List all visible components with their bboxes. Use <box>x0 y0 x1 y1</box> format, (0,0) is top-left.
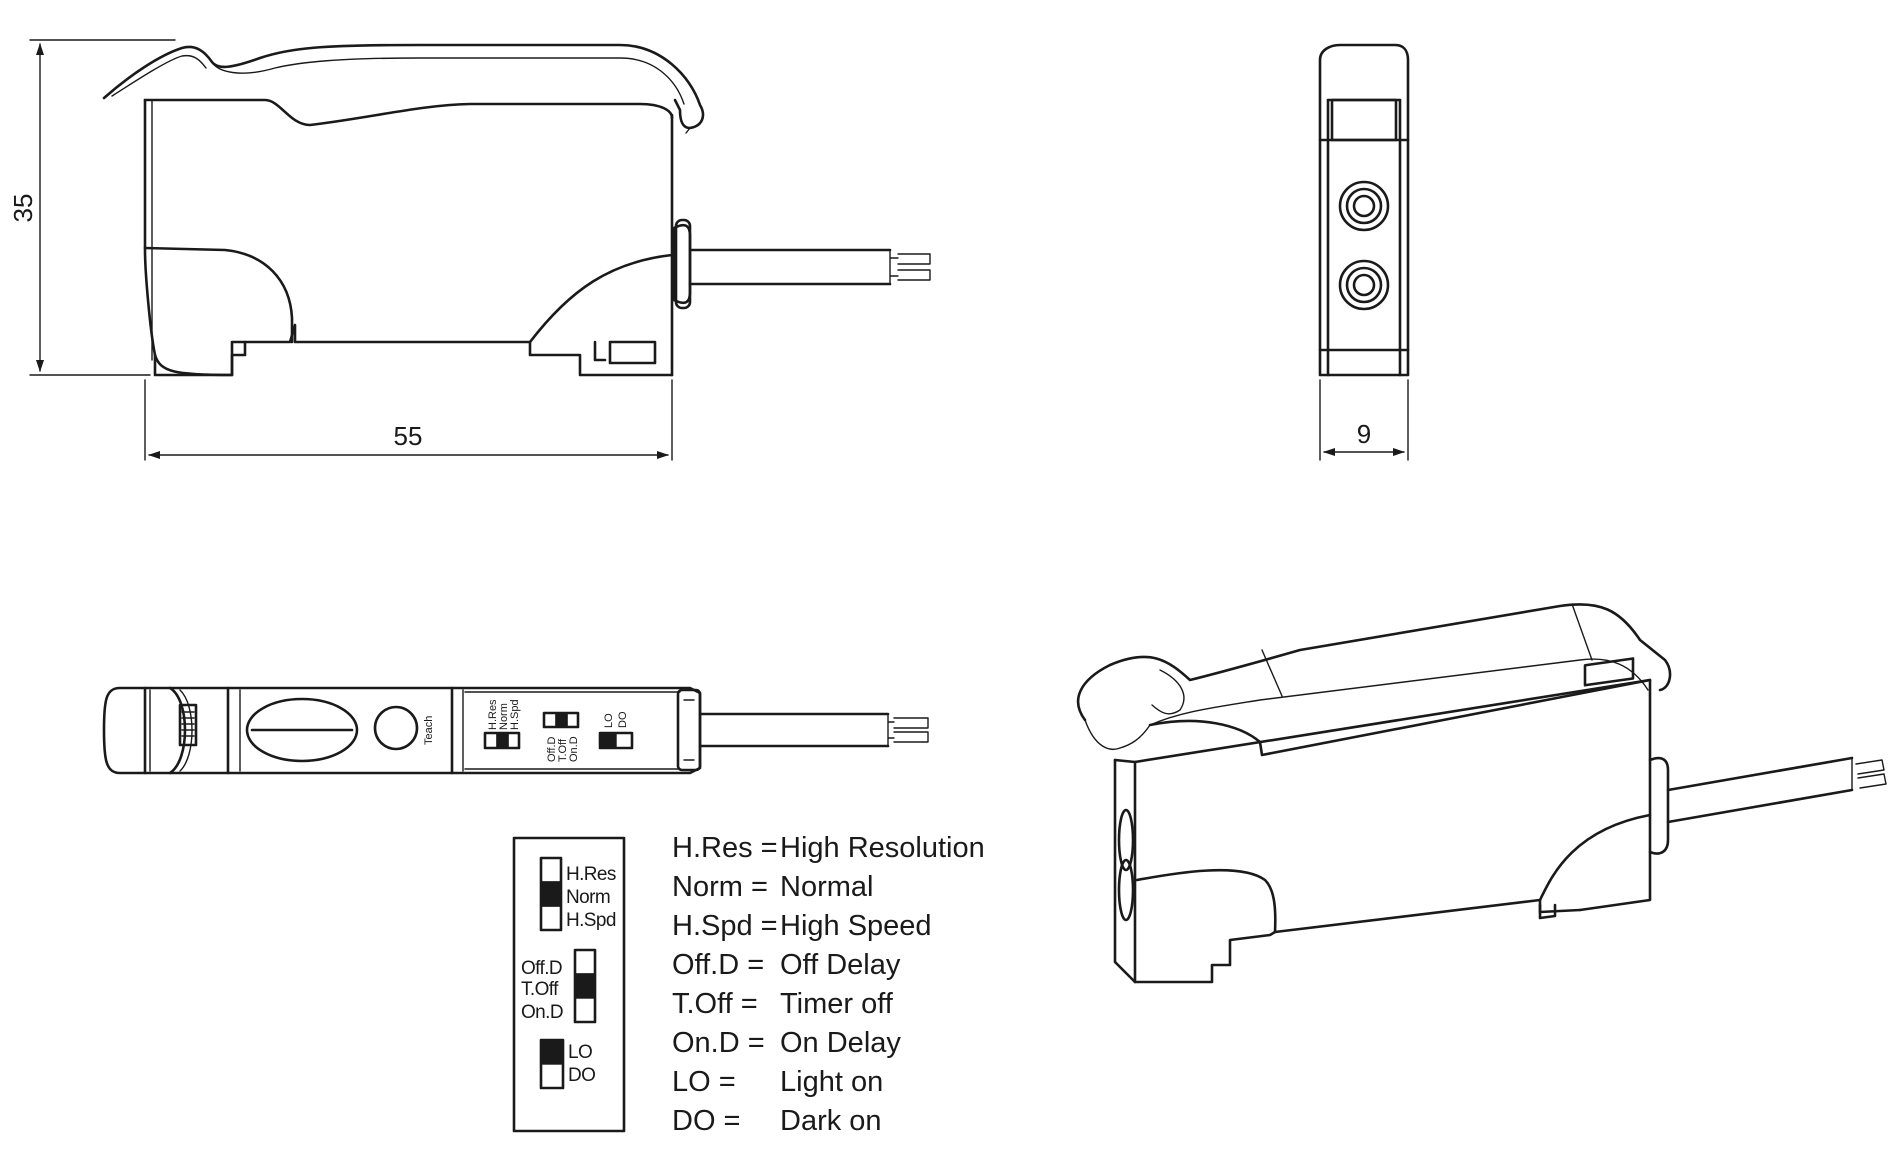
legend-meaning-2: High Speed <box>780 910 932 942</box>
side-body-outline <box>143 98 674 377</box>
legend-meaning-5: On Delay <box>780 1027 901 1059</box>
iso-body <box>1113 758 1277 984</box>
switch-key: H.Res Norm H.Spd Off.D T.Off On.D LO DO <box>512 836 626 1133</box>
svg-text:DO: DO <box>617 711 629 728</box>
legend-meaning-0: High Resolution <box>780 832 985 864</box>
svg-text:LO: LO <box>568 1042 592 1063</box>
svg-text:Norm: Norm <box>566 887 610 908</box>
adjust-dial <box>245 697 359 763</box>
top-view: Teach H.Res Norm H.Spd Off.D T.Off On.D … <box>102 686 929 775</box>
legend-abbr-7: DO = <box>672 1105 741 1137</box>
legend-abbr-6: LO = <box>672 1066 736 1098</box>
legend-meaning-4: Timer off <box>780 988 894 1020</box>
svg-text:Off.D: Off.D <box>521 958 562 979</box>
legend-abbr-4: T.Off = <box>672 988 758 1020</box>
teach-button <box>373 705 419 751</box>
svg-text:T.Off: T.Off <box>557 738 569 762</box>
height-dimension-label: 35 <box>8 194 38 223</box>
svg-text:LO: LO <box>603 713 615 728</box>
legend-meaning-7: Dark on <box>780 1105 882 1137</box>
front-view: 9 <box>1318 43 1410 461</box>
legend-abbr-0: H.Res = <box>672 832 778 864</box>
legend-abbr-1: Norm = <box>672 871 768 903</box>
iso-lid <box>1076 603 1672 722</box>
legend: H.Res = High Resolution Norm = Normal H.… <box>672 832 985 1137</box>
svg-text:T.Off: T.Off <box>521 979 559 1000</box>
teach-label: Teach <box>423 716 435 745</box>
front-port-upper <box>1338 180 1390 232</box>
legend-abbr-2: H.Spd = <box>672 910 778 942</box>
switch-key-frame <box>512 836 626 1133</box>
front-outline <box>1318 43 1410 377</box>
length-dimension-label: 55 <box>394 421 423 451</box>
legend-abbr-5: On.D = <box>672 1027 765 1059</box>
width-dimension-label: 9 <box>1357 419 1371 449</box>
svg-text:DO: DO <box>568 1065 595 1086</box>
svg-text:H.Spd: H.Spd <box>509 699 521 730</box>
svg-text:Off.D: Off.D <box>546 736 558 762</box>
front-port-lower <box>1338 259 1390 311</box>
svg-text:H.Res: H.Res <box>566 864 616 885</box>
side-view: 35 55 <box>8 39 931 461</box>
svg-text:Norm: Norm <box>498 703 510 730</box>
svg-text:On.D: On.D <box>521 1002 563 1023</box>
legend-abbr-3: Off.D = <box>672 949 764 981</box>
svg-text:H.Spd: H.Spd <box>566 910 616 931</box>
isometric-view <box>1076 603 1887 984</box>
legend-meaning-1: Normal <box>780 871 873 903</box>
svg-text:On.D: On.D <box>568 736 580 762</box>
legend-meaning-6: Light on <box>780 1066 883 1098</box>
side-lid-outline <box>102 43 705 130</box>
legend-meaning-3: Off Delay <box>780 949 901 981</box>
top-outline <box>102 686 702 775</box>
svg-text:H.Res: H.Res <box>487 699 499 730</box>
